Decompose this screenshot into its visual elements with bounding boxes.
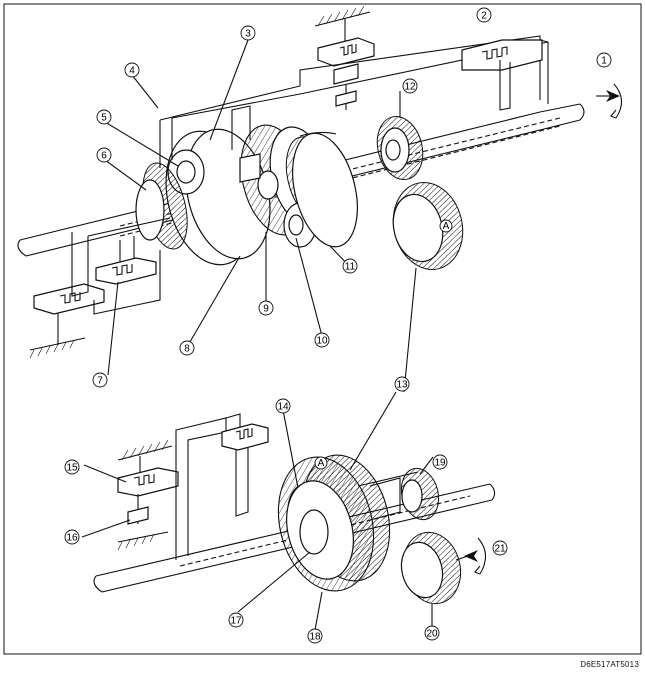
callout-21: 21 — [492, 540, 508, 556]
svg-text:A: A — [443, 221, 450, 232]
ring-11 — [292, 131, 358, 248]
lower-assembly — [93, 413, 496, 605]
ceiling-mount-bottom — [117, 439, 179, 551]
output-arrow-21 — [455, 537, 487, 575]
svg-text:11: 11 — [345, 262, 356, 273]
callout-12: 12 — [402, 78, 418, 94]
clutch-6 — [135, 162, 188, 250]
gear-20 — [400, 531, 462, 605]
svg-text:1: 1 — [601, 56, 607, 67]
svg-text:9: 9 — [263, 304, 269, 315]
ring-gear-18 — [277, 454, 391, 592]
servo-2 — [461, 39, 549, 111]
gear-12 — [376, 115, 424, 181]
gear-19 — [400, 467, 440, 521]
figure-code: D6E517AT5013 — [580, 660, 639, 669]
figure-border — [3, 3, 642, 655]
svg-text:7: 7 — [97, 376, 103, 387]
callout-11: 11 — [342, 258, 358, 274]
callout-16: 16 — [64, 529, 80, 545]
callout-15: 15 — [64, 459, 80, 475]
svg-text:19: 19 — [434, 458, 446, 469]
svg-text:21: 21 — [494, 544, 506, 555]
callout-20: 20 — [424, 625, 440, 641]
svg-text:10: 10 — [316, 336, 328, 347]
svg-text:13: 13 — [396, 380, 408, 391]
callout-10: 10 — [314, 332, 330, 348]
svg-text:4: 4 — [129, 66, 135, 77]
svg-text:14: 14 — [277, 402, 289, 413]
callout-8: 8 — [179, 340, 195, 356]
clutch-housing-7 — [71, 217, 171, 315]
callout-1: 1 — [596, 52, 612, 68]
callout-14: 14 — [275, 398, 291, 414]
callout-2: 2 — [476, 7, 492, 23]
svg-text:6: 6 — [101, 151, 107, 162]
callout-9: 9 — [258, 300, 274, 316]
callout-7: 7 — [92, 372, 108, 388]
svg-text:16: 16 — [66, 533, 78, 544]
upper-assembly — [17, 5, 623, 359]
svg-text:12: 12 — [404, 82, 416, 93]
callout-5: 5 — [96, 109, 112, 125]
svg-text:17: 17 — [230, 616, 242, 627]
leader-lines — [81, 39, 434, 631]
svg-text:5: 5 — [101, 113, 107, 124]
svg-text:3: 3 — [245, 29, 251, 40]
input-arrow-1 — [596, 83, 623, 119]
band-lower — [175, 413, 269, 560]
callout-13: 13 — [394, 376, 410, 392]
band-4 — [159, 35, 549, 183]
floor-mount-left — [29, 283, 105, 359]
svg-text:20: 20 — [426, 629, 438, 640]
svg-text:15: 15 — [66, 463, 78, 474]
svg-text:2: 2 — [481, 11, 487, 22]
ceiling-mount-top — [314, 5, 375, 110]
marker-a: A — [314, 456, 328, 470]
callout-4: 4 — [124, 62, 140, 78]
callout-6: 6 — [96, 147, 112, 163]
svg-text:A: A — [318, 458, 325, 469]
gear-a-upper — [392, 182, 464, 270]
svg-text:8: 8 — [184, 344, 190, 355]
callout-3: 3 — [240, 25, 256, 41]
marker-a: A — [439, 219, 453, 233]
callout-19: 19 — [432, 454, 448, 470]
callout-18: 18 — [307, 628, 323, 644]
svg-text:18: 18 — [309, 632, 321, 643]
callout-17: 17 — [228, 612, 244, 628]
